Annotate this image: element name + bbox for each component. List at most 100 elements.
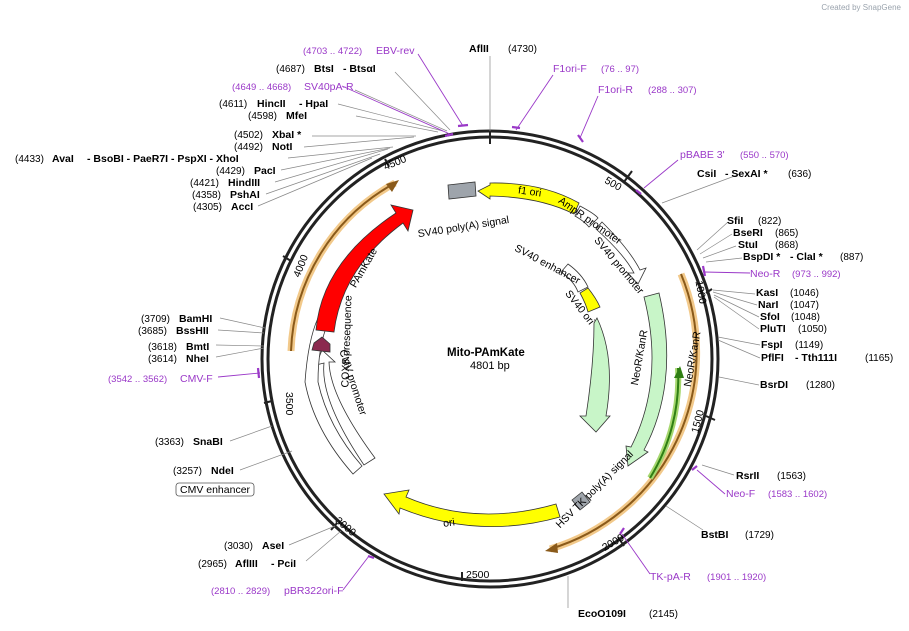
primer-pbabe3-coord: (550 .. 570): [740, 150, 789, 161]
enzyme-pshai: PshAI: [230, 189, 260, 201]
enzyme-fspi: FspI: [761, 339, 783, 351]
enzyme-bspdi: BspDI *: [743, 251, 781, 263]
enzyme-ndei-coord: (3257): [173, 466, 202, 477]
enzyme-pluti: PluTI: [760, 323, 786, 335]
enzyme-xbai-coord: (4502): [234, 130, 263, 141]
primer-sv40pa-r-coord: (4649 .. 4668): [232, 82, 291, 93]
label-sv40-enhancer: SV40 enhancer: [512, 242, 582, 287]
enzyme-xbai: XbaI *: [272, 129, 302, 141]
enzyme-fspi-coord: (1149): [795, 340, 823, 351]
enzyme-hincii: HincII: [257, 98, 286, 110]
primer-sv40pa-r: SV40pA-R: [304, 81, 354, 93]
enzyme-csii: CsiI: [697, 168, 716, 180]
primer-leader-lines: [217, 53, 751, 591]
snapgene-credit: Created by SnapGene: [821, 3, 901, 12]
enzyme-stui: StuI: [738, 239, 758, 251]
primer-tk-pa-r: TK-pA-R: [650, 571, 691, 583]
enzyme-bmti: BmtI: [186, 341, 209, 353]
enzyme-stui-coord: (868): [775, 240, 798, 251]
label-cmv-enhancer: CMV enhancer: [180, 484, 251, 496]
ori-feature: [383, 489, 561, 527]
enzyme-ndei: NdeI: [211, 465, 234, 477]
enzyme-pflfi-coord: (1165): [865, 353, 893, 364]
leader-lines: [215, 56, 761, 608]
enzyme-kasi-coord: (1046): [790, 288, 819, 299]
enzyme-bspdi-coord: (887): [840, 252, 863, 263]
plasmid-name: Mito-PAmKate: [447, 347, 525, 359]
enzyme-bamhi-coord: (3709): [141, 314, 170, 325]
feature-arrows: [304, 181, 668, 527]
enzyme-noti-coord: (4492): [234, 142, 263, 153]
position-ticks: [263, 131, 716, 581]
enzyme-noti: NotI: [272, 141, 292, 153]
enzyme-snabi: SnaBI: [193, 436, 223, 448]
label-neokanr-inner: NeoR/KanR: [629, 329, 651, 387]
enzyme-sfoi: SfoI: [760, 311, 780, 323]
enzyme-paci: PacI: [254, 165, 276, 177]
enzyme-hindiii: HindIII: [228, 177, 260, 189]
tick-label-1000: 1000: [693, 280, 709, 305]
enzyme-kasi: KasI: [756, 287, 778, 299]
enzyme-labels: AflII (4730) (4687) BtsI - BtsαI (4611) …: [15, 43, 893, 620]
enzyme-bseri: BseRI: [733, 227, 763, 239]
enzyme-sfii-coord: (822): [758, 216, 781, 227]
hsv-polya-feature: [571, 491, 591, 511]
primer-labels: (4703 .. 4722) EBV-rev F1ori-F (76 .. 97…: [108, 45, 841, 597]
primer-f1ori-r-coord: (288 .. 307): [648, 85, 697, 96]
enzyme-bsrdi: BsrDI: [760, 379, 788, 391]
tick-label-2500: 2500: [466, 569, 490, 581]
primer-neo-r: Neo-R: [750, 268, 781, 280]
plasmid-length: 4801 bp: [470, 360, 510, 372]
enzyme-ecoo109i-coord: (2145): [649, 609, 678, 620]
enzyme-bamhi: BamHI: [179, 313, 212, 325]
tick-labels: 500 1000 1500 2000 2500 3000 3500 4000 4…: [283, 153, 708, 581]
enzyme-bstbi-coord: (1729): [745, 530, 774, 541]
outer-orf-arcs: [287, 179, 701, 553]
enzyme-acci-coord: (4305): [193, 202, 222, 213]
neokanr-outer-feature: [625, 292, 668, 467]
cox8-presequence-feature: [311, 336, 331, 353]
label-sv40-polya: SV40 poly(A) signal: [417, 214, 510, 240]
enzyme-bseri-coord: (865): [775, 228, 798, 239]
sv40-promoter-feature: [595, 221, 647, 285]
primer-pbr322ori-f-coord: (2810 .. 2829): [211, 586, 270, 597]
enzyme-pluti-coord: (1050): [798, 324, 827, 335]
primer-tk-pa-r-coord: (1901 .. 1920): [707, 572, 766, 583]
primer-pbr322ori-f: pBR322ori-F: [284, 585, 344, 597]
label-neokanr-outer: NeoR/KanR: [682, 330, 704, 388]
enzyme-paci-coord: (4429): [216, 166, 245, 177]
tick-label-1500: 1500: [689, 409, 707, 435]
enzyme-afliI: AflII: [469, 43, 489, 55]
primer-neo-r-coord: (973 .. 992): [792, 269, 841, 280]
enzyme-afliii-extra: - PciI: [271, 558, 296, 570]
enzyme-pshai-coord: (4358): [192, 190, 221, 201]
enzyme-csii-extra: - SexAI *: [725, 168, 769, 180]
enzyme-bsshii-coord: (3685): [138, 326, 167, 337]
ampr-promoter-feature: [574, 205, 599, 228]
tick-label-3500: 3500: [283, 392, 295, 416]
enzyme-bsrdi-coord: (1280): [806, 380, 835, 391]
enzyme-rsrii: RsrII: [736, 470, 759, 482]
label-ori: ori: [442, 516, 455, 530]
enzyme-btsi: BtsI: [314, 63, 334, 75]
primer-ebv-rev-coord: (4703 .. 4722): [303, 46, 362, 57]
primer-pbabe3: pBABE 3': [680, 149, 725, 161]
tick-label-500: 500: [602, 175, 623, 194]
enzyme-rsrii-coord: (1563): [777, 471, 806, 482]
enzyme-asei-coord: (3030): [224, 541, 253, 552]
neokanr-inner-feature: [579, 317, 611, 433]
primer-cmv-f: CMV-F: [180, 373, 213, 385]
enzyme-pflfi-extra: - Tth111I: [795, 352, 837, 364]
enzyme-bmti-coord: (3618): [148, 342, 177, 353]
enzyme-csii-coord: (636): [788, 169, 811, 180]
primer-f1ori-f: F1ori-F: [553, 63, 587, 75]
enzyme-hincii-extra: - HpaI: [299, 98, 328, 110]
f1-ori-feature: [477, 182, 580, 215]
enzyme-ecoo109i: EcoO109I: [578, 608, 626, 620]
enzyme-afliii-coord: (2965): [198, 559, 227, 570]
sv40-polya-feature: [447, 181, 477, 200]
enzyme-bspdi-extra: - ClaI *: [790, 251, 824, 263]
cmv-promoter-feature: [315, 349, 376, 466]
enzyme-asei: AseI: [262, 540, 284, 552]
